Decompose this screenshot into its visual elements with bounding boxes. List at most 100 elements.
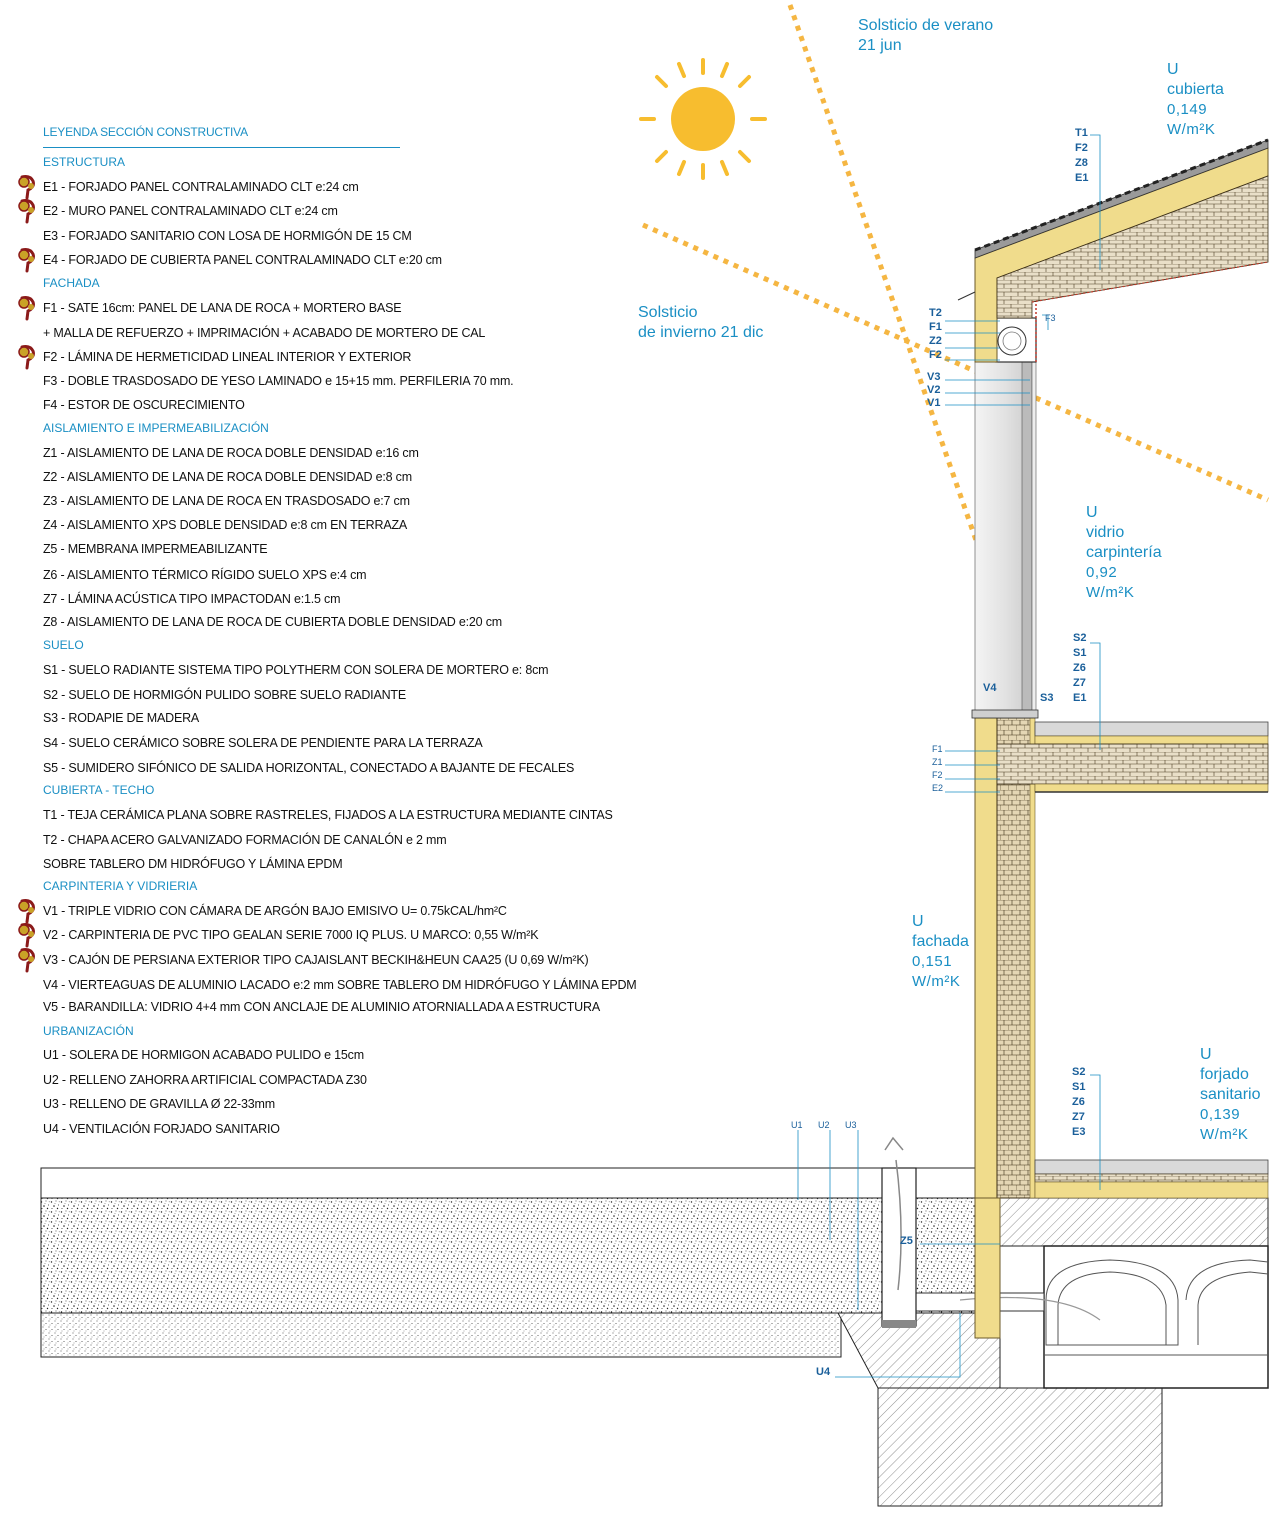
u-forjado-name: forjado: [1200, 1066, 1249, 1083]
legend-item: + MALLA DE REFUERZO + IMPRIMACIÓN + ACAB…: [43, 326, 486, 340]
summer-solstice-date: 21 jun: [858, 37, 902, 54]
section-tag: Z8: [1075, 157, 1088, 169]
summer-solstice-label: Solsticio de verano 21 jun: [858, 16, 993, 56]
section-tag: Z1: [932, 757, 943, 767]
legend-item: U1 - SOLERA DE HORMIGON ACABADO PULIDO e…: [43, 1048, 364, 1062]
section-tag: F2: [932, 770, 943, 780]
u-cubierta-value: 0,149: [1167, 101, 1208, 118]
legend-item: S2 - SUELO DE HORMIGÓN PULIDO SOBRE SUEL…: [43, 688, 406, 702]
section-tag: E1: [1073, 692, 1087, 704]
u-fachada-unit: W/m²K: [912, 973, 961, 990]
legend-item: V2 - CARPINTERIA DE PVC TIPO GEALAN SERI…: [43, 928, 539, 942]
section-tag: V3: [927, 371, 941, 383]
legend-section-heading: CARPINTERIA Y VIDRIERIA: [43, 879, 198, 893]
section-tag: E1: [1075, 172, 1089, 184]
u-forjado: U forjado sanitario 0,139 W/m²K: [1200, 1045, 1260, 1145]
section-tag: F2: [1075, 142, 1088, 154]
section-tag: E2: [932, 783, 944, 793]
u-fachada: U fachada 0,151 W/m²K: [912, 912, 969, 992]
u-vidrio-unit: W/m²K: [1086, 584, 1135, 601]
sustainability-pin-icon: [18, 345, 35, 370]
u-forjado-unit: W/m²K: [1200, 1126, 1249, 1143]
legend-item: S3 - RODAPIE DE MADERA: [43, 711, 200, 725]
legend-item: U3 - RELLENO DE GRAVILLA Ø 22-33mm: [43, 1097, 275, 1111]
legend-item: Z2 - AISLAMIENTO DE LANA DE ROCA DOBLE D…: [43, 470, 412, 484]
legend-item: Z6 - AISLAMIENTO TÉRMICO RÍGIDO SUELO XP…: [43, 568, 367, 582]
roof-section: [957, 138, 1269, 363]
sustainability-pin-icon: [18, 199, 35, 224]
u-forjado-symbol: U: [1200, 1046, 1212, 1063]
legend-section-heading: FACHADA: [43, 276, 100, 290]
solstice-lines: [641, 4, 1270, 711]
section-tag: U3: [845, 1120, 857, 1130]
sustainability-pin-icon: [18, 923, 35, 948]
u-cubierta-symbol: U: [1167, 61, 1179, 78]
section-tag: S1: [1073, 647, 1087, 659]
legend-item: E1 - FORJADO PANEL CONTRALAMINADO CLT e:…: [43, 180, 359, 194]
summer-solstice-line: [787, 4, 1038, 711]
section-tag: Z6: [1072, 1096, 1085, 1108]
sustainability-pin-icon: [18, 948, 35, 973]
winter-solstice-line: [641, 222, 1270, 503]
sustainability-pin-icon: [18, 248, 35, 273]
section-tag: T1: [1075, 127, 1088, 139]
legend-item: F1 - SATE 16cm: PANEL DE LANA DE ROCA + …: [43, 301, 402, 315]
legend-item: F2 - LÁMINA DE HERMETICIDAD LINEAL INTER…: [43, 350, 412, 364]
u-vidrio-value: 0,92: [1086, 564, 1118, 581]
section-tag: E3: [1072, 1126, 1086, 1138]
u-fachada-value: 0,151: [912, 953, 953, 970]
legend-item: Z1 - AISLAMIENTO DE LANA DE ROCA DOBLE D…: [43, 446, 419, 460]
u-forjado-value: 0,139: [1200, 1106, 1241, 1123]
section-tag: Z7: [1073, 677, 1086, 689]
sustainability-pin-icon: [18, 899, 35, 924]
section-tag: S2: [1073, 632, 1087, 644]
legend-item: V5 - BARANDILLA: VIDRIO 4+4 mm CON ANCLA…: [43, 1000, 600, 1014]
legend-item: F4 - ESTOR DE OSCURECIMIENTO: [43, 398, 245, 412]
sustainability-pin-icon: [18, 175, 35, 200]
sun-icon: [639, 58, 767, 180]
legend-title: LEYENDA SECCIÓN CONSTRUCTIVA: [43, 125, 248, 139]
winter-solstice-title: Solsticio: [638, 304, 698, 321]
legend-divider: [43, 147, 400, 148]
u-vidrio-symbol: U: [1086, 504, 1098, 521]
legend-section-heading: AISLAMIENTO E IMPERMEABILIZACIÓN: [43, 421, 269, 435]
legend-item: S5 - SUMIDERO SIFÓNICO DE SALIDA HORIZON…: [43, 761, 575, 775]
section-tag: F1: [929, 321, 942, 333]
legend-item: T1 - TEJA CERÁMICA PLANA SOBRE RASTRELES…: [43, 808, 613, 822]
legend-item: F3 - DOBLE TRASDOSADO DE YESO LAMINADO e…: [43, 374, 514, 388]
main-wall: [974, 717, 1269, 1339]
u-vidrio-name: vidrio: [1086, 524, 1125, 541]
section-tag: Z2: [929, 335, 942, 347]
section-tag: S1: [1072, 1081, 1086, 1093]
summer-solstice-title: Solsticio de verano: [858, 17, 994, 34]
section-tag: V1: [927, 397, 941, 409]
section-tag: U2: [818, 1120, 830, 1130]
legend-item: Z4 - AISLAMIENTO XPS DOBLE DENSIDAD e:8 …: [43, 518, 408, 532]
u-fachada-name: fachada: [912, 933, 969, 950]
section-tag: U1: [791, 1120, 803, 1130]
legend-item: S1 - SUELO RADIANTE SISTEMA TIPO POLYTHE…: [43, 663, 549, 677]
legend-section-heading: URBANIZACIÓN: [43, 1024, 134, 1038]
legend-item: V3 - CAJÓN DE PERSIANA EXTERIOR TIPO CAJ…: [43, 953, 589, 967]
site-ground: [40, 1136, 1269, 1507]
section-tag: V2: [927, 384, 941, 396]
section-tag: T2: [929, 307, 942, 319]
legend-item: U2 - RELLENO ZAHORRA ARTIFICIAL COMPACTA…: [43, 1073, 367, 1087]
section-tag: V4: [983, 682, 997, 694]
legend-section-heading: ESTRUCTURA: [43, 155, 126, 169]
legend-item: E2 - MURO PANEL CONTRALAMINADO CLT e:24 …: [43, 204, 338, 218]
section-tag: F2: [929, 349, 942, 361]
section-tag: S3: [1040, 692, 1054, 704]
u-forjado-name-2: sanitario: [1200, 1086, 1261, 1103]
legend-item: S4 - SUELO CERÁMICO SOBRE SOLERA DE PEND…: [43, 736, 483, 750]
legend-section-heading: CUBIERTA - TECHO: [43, 783, 155, 797]
u-vidrio-name-2: carpintería: [1086, 544, 1162, 561]
section-tag: Z7: [1072, 1111, 1085, 1123]
u-cubierta: U cubierta 0,149 W/m²K: [1167, 60, 1224, 140]
window-section: [971, 300, 1039, 719]
sustainability-pin-icon: [18, 296, 35, 321]
section-tag: Z5: [900, 1235, 913, 1247]
legend-item: Z3 - AISLAMIENTO DE LANA DE ROCA EN TRAS…: [43, 494, 410, 508]
winter-solstice-date: de invierno 21 dic: [638, 324, 764, 341]
